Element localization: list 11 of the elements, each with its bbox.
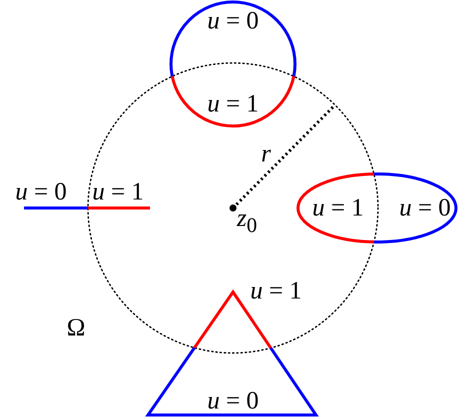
boundary-label: u = 0: [207, 388, 259, 414]
boundary-label: u = 0: [399, 196, 451, 220]
boundary-label: u = 1: [207, 92, 259, 116]
boundary-label: u = 1: [250, 278, 302, 304]
radius-label: r: [261, 142, 271, 166]
boundary-label: u = 0: [207, 8, 259, 34]
boundary-label: u = 0: [15, 180, 67, 204]
center-label: z$_{0}$: [236, 206, 258, 236]
domain-label: Ω: [66, 316, 86, 340]
boundary-label: u = 1: [92, 180, 144, 204]
boundary-label: u = 1: [312, 196, 364, 220]
